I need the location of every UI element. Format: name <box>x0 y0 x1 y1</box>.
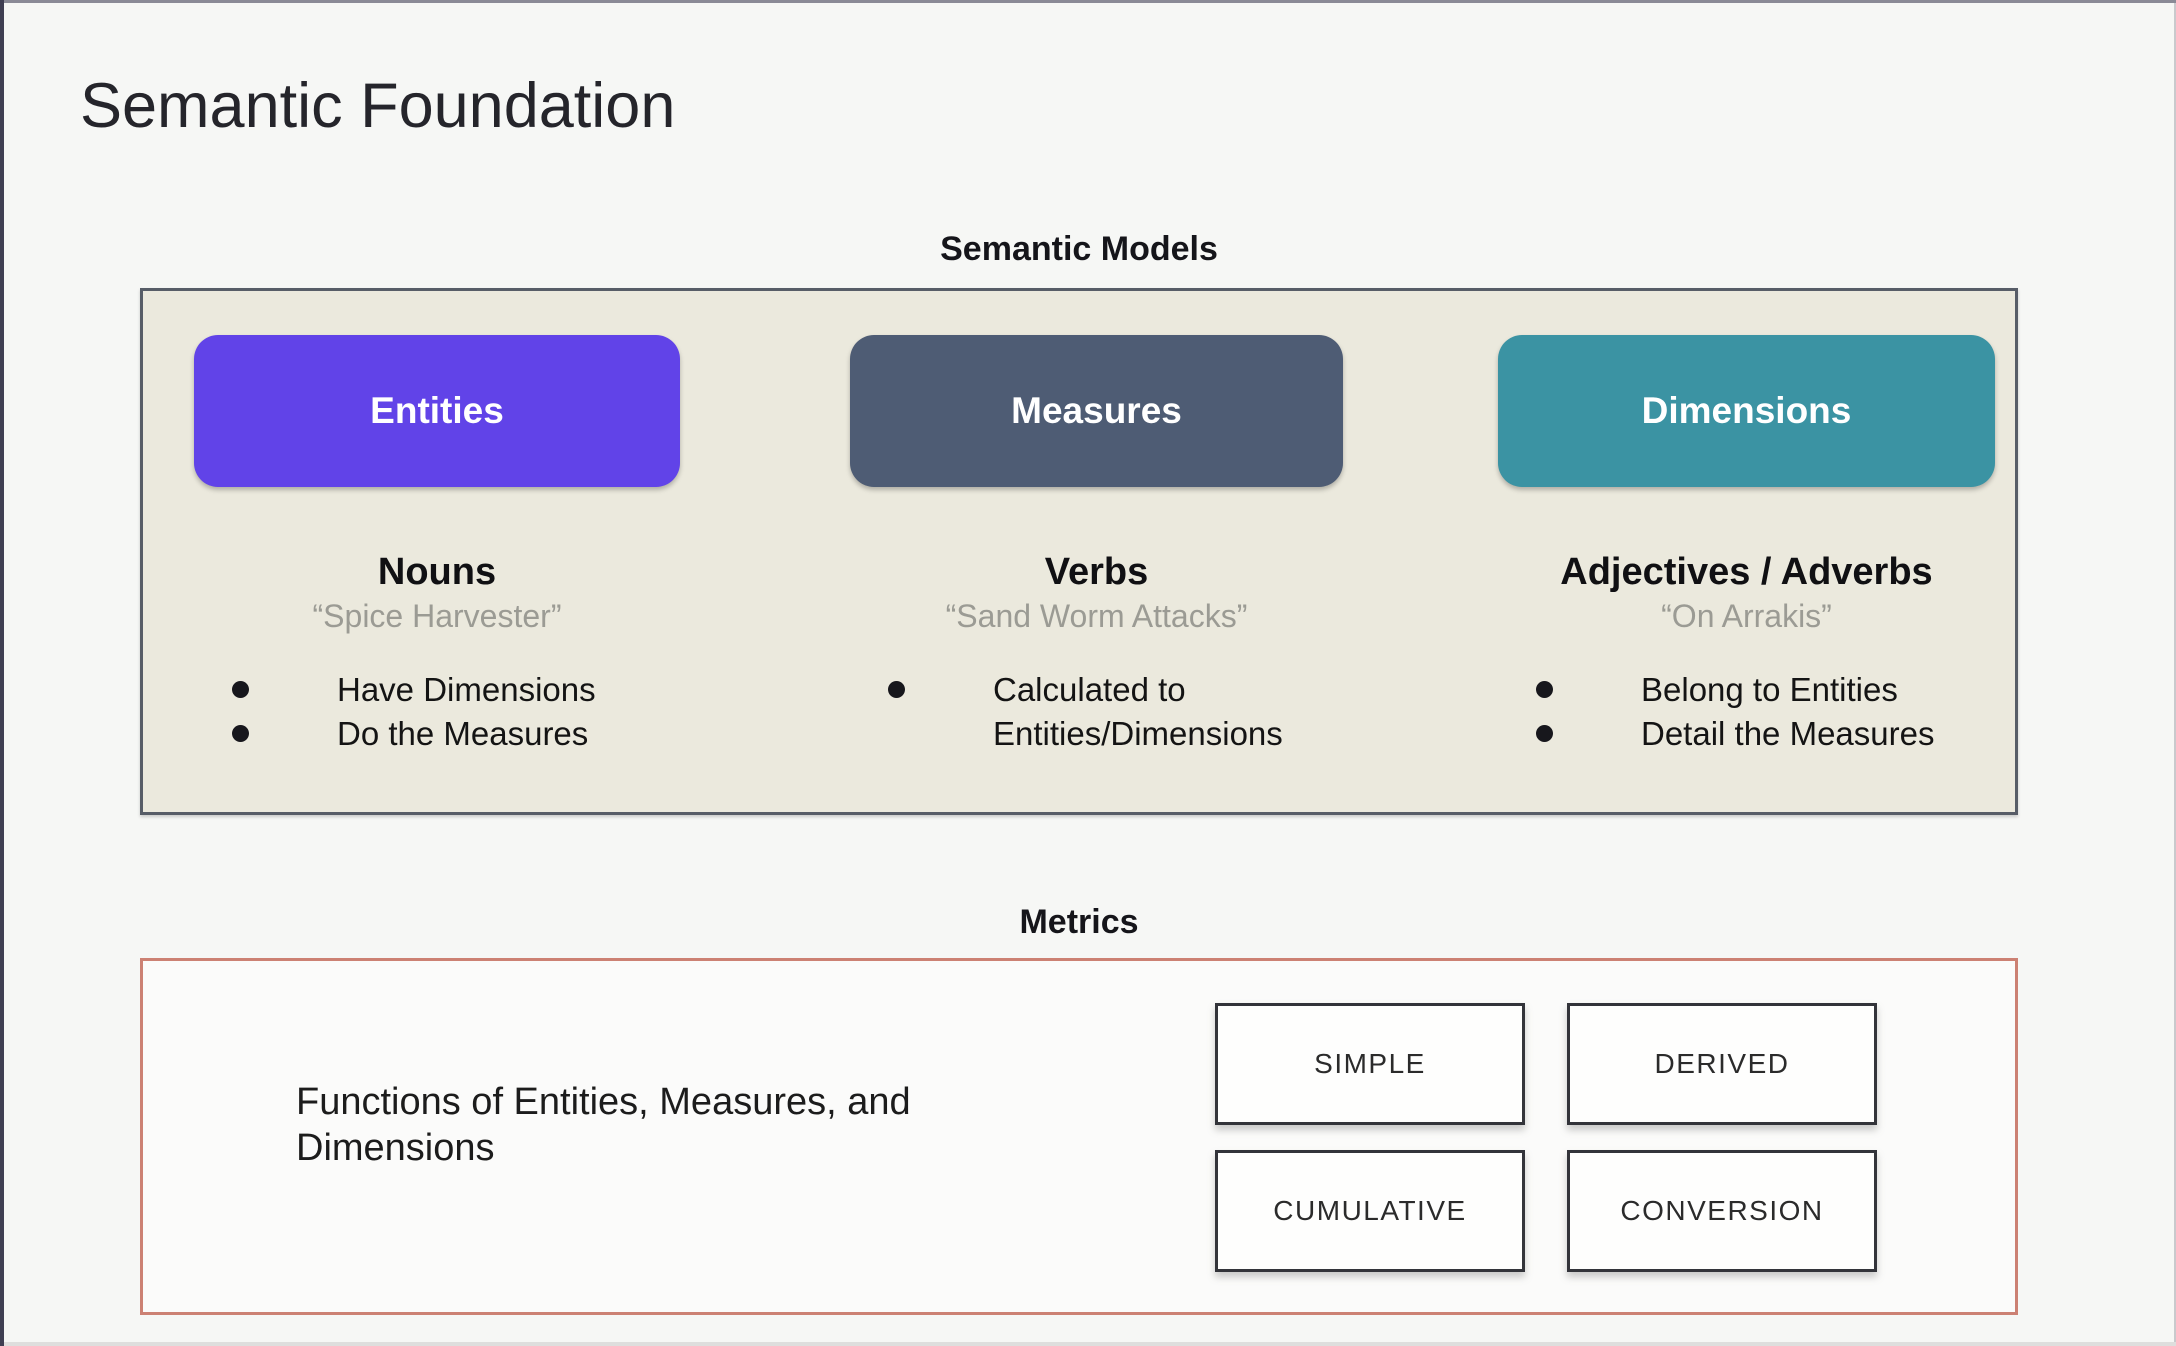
list-item: Detail the Measures <box>1498 712 1995 756</box>
list-item: Belong to Entities <box>1498 668 1995 712</box>
metric-box-conversion: CONVERSION <box>1567 1150 1877 1272</box>
dimensions-column: Dimensions Adjectives / Adverbs “On Arra… <box>1498 335 1995 756</box>
metric-box-derived: DERIVED <box>1567 1003 1877 1125</box>
dimensions-subheading-block: Adjectives / Adverbs “On Arrakis” <box>1560 551 1932 634</box>
bullet-text: Belong to Entities <box>1641 671 1898 709</box>
measures-column: Measures Verbs “Sand Worm Attacks” Calcu… <box>850 335 1343 756</box>
bullet-icon <box>232 725 249 743</box>
list-item: Calculated to Entities/Dimensions <box>850 668 1343 756</box>
measures-subheading: Verbs <box>1044 551 1149 593</box>
entities-quote: “Spice Harvester” <box>312 597 562 634</box>
metric-box-cumulative: CUMULATIVE <box>1215 1150 1525 1272</box>
semantic-models-heading: Semantic Models <box>940 230 1218 268</box>
metrics-grid: SIMPLE DERIVED CUMULATIVE CONVERSION <box>1215 1003 1877 1272</box>
dimensions-pill: Dimensions <box>1498 335 1995 487</box>
metric-box-simple: SIMPLE <box>1215 1003 1525 1125</box>
measures-subheading-block: Verbs “Sand Worm Attacks” <box>946 551 1248 634</box>
entities-pill: Entities <box>194 335 680 487</box>
measures-bullet-list: Calculated to Entities/Dimensions <box>850 668 1343 756</box>
measures-quote: “Sand Worm Attacks” <box>945 597 1248 634</box>
dimensions-subheading: Adjectives / Adverbs <box>1560 551 1933 593</box>
metrics-panel: Functions of Entities, Measures, and Dim… <box>140 958 2018 1315</box>
list-item: Do the Measures <box>194 712 680 756</box>
dimensions-bullet-list: Belong to Entities Detail the Measures <box>1498 668 1995 756</box>
bullet-text: Have Dimensions <box>337 671 596 709</box>
semantic-models-panel: Entities Nouns “Spice Harvester” Have Di… <box>140 288 2018 815</box>
bullet-text: Do the Measures <box>337 715 589 753</box>
measures-pill: Measures <box>850 335 1343 487</box>
entities-bullet-list: Have Dimensions Do the Measures <box>194 668 680 756</box>
bullet-icon <box>1536 725 1553 743</box>
entities-column: Entities Nouns “Spice Harvester” Have Di… <box>194 335 680 756</box>
metrics-description: Functions of Entities, Measures, and Dim… <box>296 1081 911 1169</box>
page-title: Semantic Foundation <box>80 71 676 141</box>
entities-subheading: Nouns <box>377 551 497 593</box>
bullet-icon <box>888 681 905 699</box>
metrics-heading: Metrics <box>1019 903 1139 941</box>
bullet-icon <box>232 681 249 699</box>
list-item: Have Dimensions <box>194 668 680 712</box>
entities-subheading-block: Nouns “Spice Harvester” <box>313 551 562 634</box>
bullet-icon <box>1536 681 1553 699</box>
dimensions-quote: “On Arrakis” <box>1661 597 1832 634</box>
bullet-text: Detail the Measures <box>1641 715 1935 753</box>
bullet-text: Calculated to Entities/Dimensions <box>993 671 1283 753</box>
